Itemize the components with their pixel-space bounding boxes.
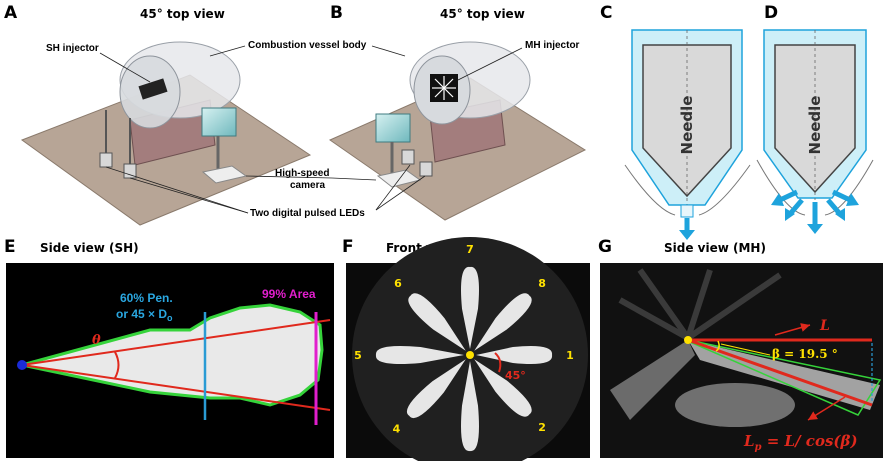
panel-e-letter: E xyxy=(4,237,16,257)
plume-shape-2 xyxy=(474,359,532,417)
plume-4 xyxy=(406,359,466,419)
nozzle-center-f xyxy=(466,351,474,359)
plume-shape-3 xyxy=(461,361,479,452)
nozzle-center-g xyxy=(684,336,692,344)
led-b-2 xyxy=(419,161,433,177)
panel-d-letter: D xyxy=(764,3,778,23)
panel-g-title: Side view (MH) xyxy=(664,241,766,255)
angle-label-f: 45° xyxy=(505,369,526,382)
sh-injector-window xyxy=(138,78,168,100)
label-camera-line1: High-speed xyxy=(275,168,329,179)
label-sh-injector: SH injector xyxy=(46,43,99,54)
plume-7 xyxy=(461,266,479,349)
Lp-expression: Lp = L/ cos(β) xyxy=(743,432,858,453)
panel-a: A 45° top view SH injector Combustion ve… xyxy=(4,3,406,226)
label-vessel-body: Combustion vessel body xyxy=(248,40,367,51)
plume-shape-7 xyxy=(461,266,479,349)
panel-g: G Side view (MH) L β = 19.5 ° Lp = L/ co… xyxy=(598,237,883,458)
label-leds: Two digital pulsed LEDs xyxy=(250,208,365,219)
L-label: L xyxy=(819,318,830,334)
penetration-label-1: 60% Pen. xyxy=(120,291,173,305)
plume-6 xyxy=(408,293,466,351)
plume-number-2: 2 xyxy=(538,421,546,434)
high-speed-camera xyxy=(201,107,237,137)
plume-5 xyxy=(375,346,464,364)
panel-a-view-title: 45° top view xyxy=(140,7,225,21)
plume-g-lower xyxy=(675,383,795,427)
panel-e: E Side view (SH) θ 60% Pen. or 45 × Do 9… xyxy=(4,237,334,458)
plume-shape-8 xyxy=(474,293,532,351)
label-camera-line2: camera xyxy=(290,180,325,191)
needle-label-c: Needle xyxy=(678,96,696,155)
penetration-label-2: or 45 × Do xyxy=(116,307,173,323)
spray-arrows-d xyxy=(771,189,859,234)
cone-line-upper xyxy=(21,319,331,366)
plume-shape-1 xyxy=(476,346,553,364)
plume-number-5: 5 xyxy=(354,349,362,362)
panel-f-letter: F xyxy=(342,237,354,257)
panel-e-title: Side view (SH) xyxy=(40,241,139,255)
area-label: 99% Area xyxy=(262,287,316,301)
spray-contour xyxy=(21,303,324,407)
plume-2 xyxy=(474,359,532,417)
high-speed-camera-b xyxy=(375,113,411,143)
panel-a-letter: A xyxy=(4,3,18,23)
panel-g-letter: G xyxy=(598,237,612,257)
plume-shape-6 xyxy=(408,293,466,351)
plume-g-left xyxy=(610,340,695,420)
panel-c: C Needle xyxy=(600,3,751,240)
plume-number-1: 1 xyxy=(566,349,574,362)
beta-label: β = 19.5 ° xyxy=(772,347,838,361)
panel-c-letter: C xyxy=(600,3,612,23)
mh-plumes xyxy=(375,266,553,452)
needle-label-d: Needle xyxy=(806,96,824,155)
panel-f: F Front view (MH) 45° 12345678 xyxy=(342,237,590,461)
plume-number-4: 4 xyxy=(393,423,401,436)
plume-shape-4 xyxy=(406,359,466,419)
panel-b: B 45° top view MH injector High-speed ca… xyxy=(105,3,587,221)
plume-numbers: 12345678 xyxy=(354,243,574,436)
plume-shape-5 xyxy=(375,346,464,364)
plume-number-8: 8 xyxy=(538,277,546,290)
projected-line-Lp xyxy=(687,338,873,407)
plume-number-6: 6 xyxy=(394,277,402,290)
plume-number-7: 7 xyxy=(466,243,474,256)
label-mh-injector: MH injector xyxy=(525,40,580,51)
needle-d xyxy=(774,44,856,194)
theta-label: θ xyxy=(92,333,101,348)
led-b-1 xyxy=(401,149,415,165)
plume-8 xyxy=(474,293,532,351)
panel-d: D Needle xyxy=(756,3,874,234)
plume-3 xyxy=(461,361,479,452)
panel-b-letter: B xyxy=(330,3,343,23)
led-1 xyxy=(99,152,113,168)
plume-1 xyxy=(476,346,553,364)
panel-b-view-title: 45° top view xyxy=(440,7,525,21)
cone-line-lower xyxy=(21,364,331,411)
nozzle-origin xyxy=(17,360,27,370)
